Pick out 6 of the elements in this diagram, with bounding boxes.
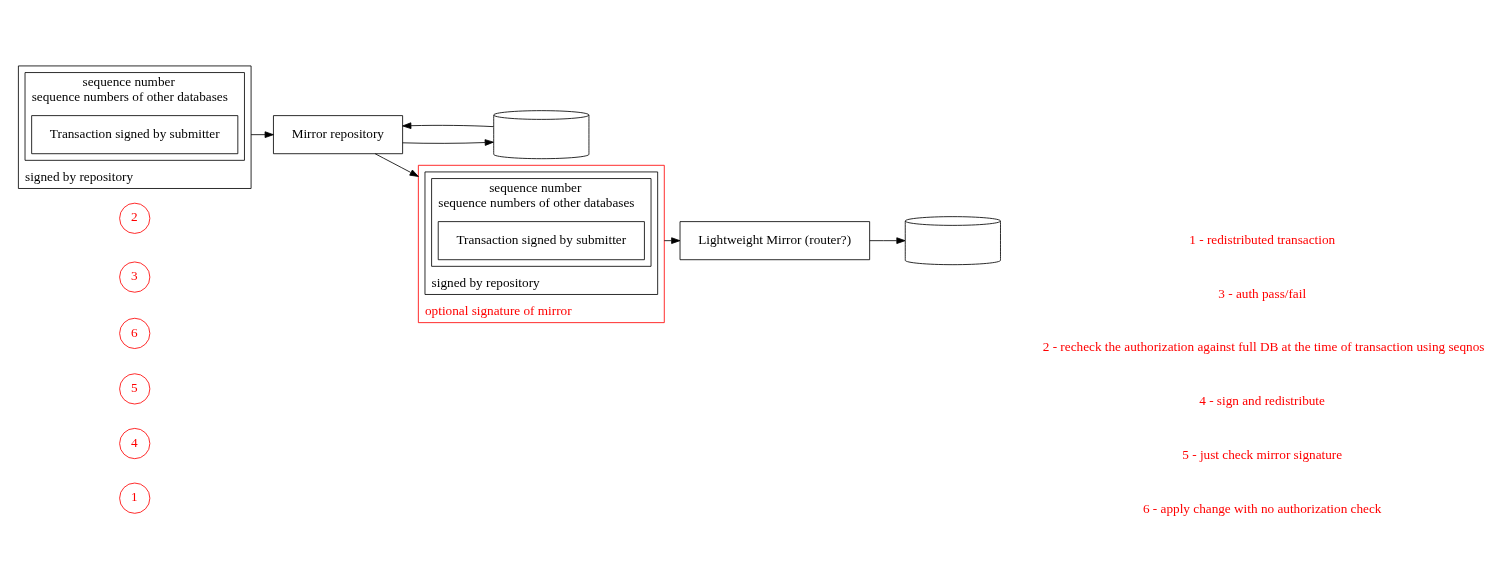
label: 1 - redistributed transaction	[1189, 231, 1336, 247]
label: 3 - auth pass/fail	[1218, 285, 1307, 301]
label: 2 - recheck the authorization against full DB at the time of transaction using seqnos	[1042, 338, 1485, 354]
label: 6 - apply change with no authorization check	[1142, 500, 1382, 516]
label: 5 - just check mirror signature	[1182, 446, 1343, 462]
label: 4 - sign and redistribute	[1199, 392, 1325, 408]
